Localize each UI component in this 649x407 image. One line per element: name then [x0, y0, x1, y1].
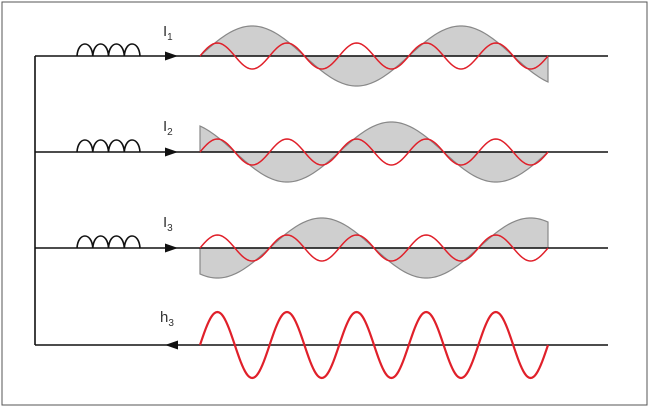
branch-1: I1 — [35, 23, 608, 87]
current-label-i1: I1 — [163, 23, 173, 43]
current-label-i2: I2 — [163, 118, 173, 138]
branch-2: I2 — [35, 118, 608, 183]
arrow-2 — [165, 147, 178, 157]
harmonic-wave-1 — [199, 42, 549, 70]
current-label-i3: I3 — [163, 214, 173, 234]
inductor-1 — [76, 43, 141, 57]
harmonic-wave-2 — [199, 138, 549, 166]
inductor-2 — [76, 139, 141, 153]
harmonic-wave-3 — [199, 234, 549, 262]
arrow-return — [165, 340, 178, 350]
branch-return: h3 — [35, 309, 608, 380]
arrow-1 — [165, 51, 178, 61]
arrow-3 — [165, 243, 178, 253]
branch-3: I3 — [35, 214, 608, 279]
current-label-h3: h3 — [160, 309, 174, 329]
summed-harmonic-wave — [198, 310, 550, 380]
inductor-3 — [76, 235, 141, 249]
